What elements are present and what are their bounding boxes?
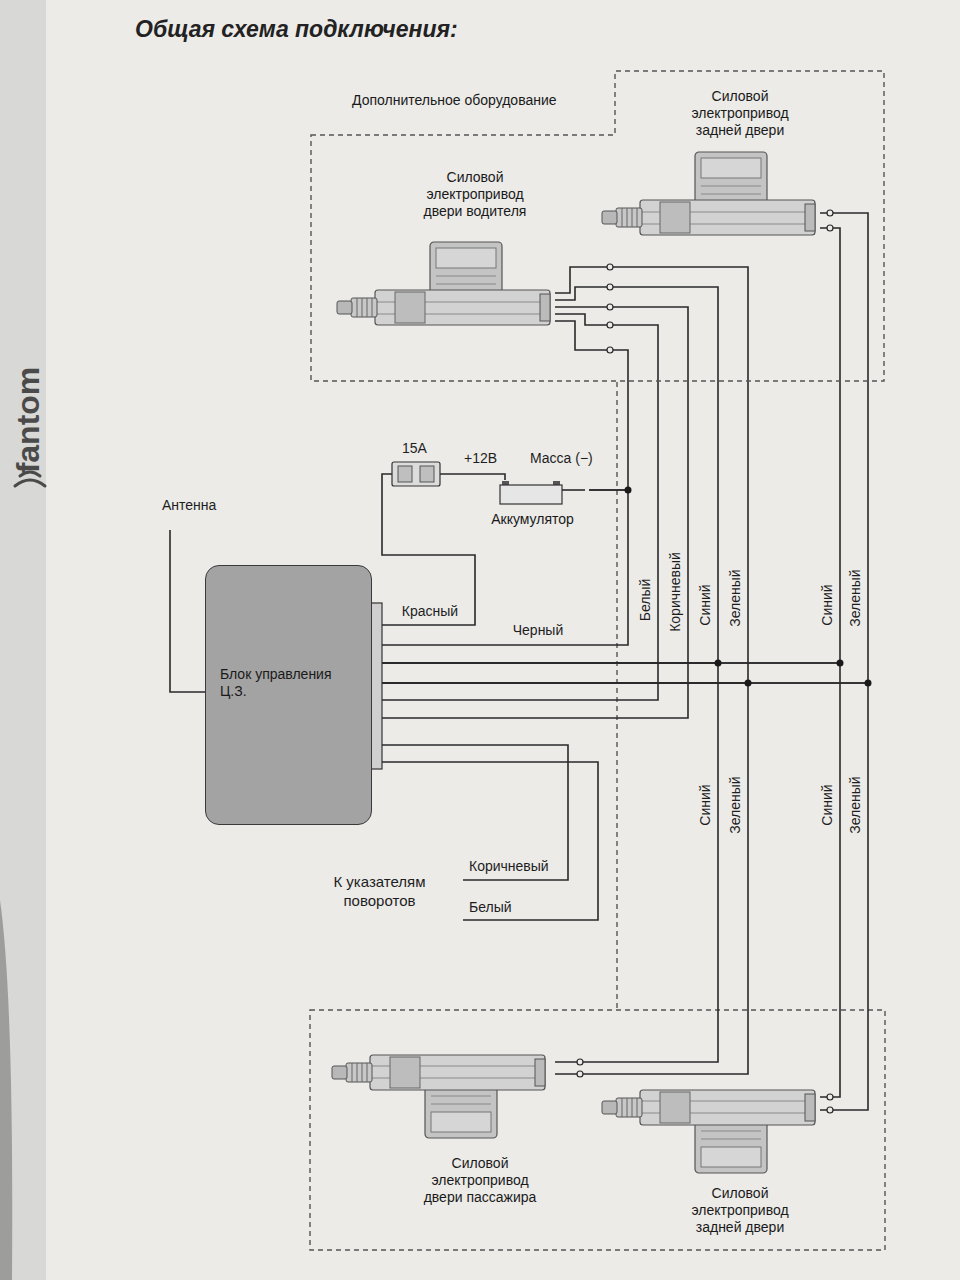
diagram-title: Общая схема подключения: <box>135 16 458 43</box>
actuator-drawing <box>337 242 550 325</box>
fuse-symbol <box>420 466 434 482</box>
node-text: Аккумулятор <box>480 511 585 528</box>
node-text: Силовой электропривод двери пассажира <box>415 1155 545 1206</box>
wire-connector <box>607 284 613 290</box>
wire-color-label: Коричневый <box>467 858 551 874</box>
node-text: Силовой электропривод задней двери <box>675 1185 805 1236</box>
wire-connector <box>827 210 833 216</box>
actuator-drawing <box>332 1055 545 1138</box>
note-text: К указателям поворотов <box>300 872 459 910</box>
wire-connector <box>607 347 613 353</box>
control-unit: Блок управления Ц.З. <box>205 565 372 825</box>
actuator-drawing <box>602 1090 815 1173</box>
wire-connector <box>607 304 613 310</box>
wire-connector <box>827 1107 833 1113</box>
node-text: Силовой электропривод задней двери <box>675 88 805 139</box>
junction-dot <box>715 660 722 667</box>
driver-door-actuator: Силовой электропривод двери водителя <box>335 165 555 335</box>
wire-connector <box>607 322 613 328</box>
actuator-drawing <box>602 152 815 235</box>
junction-dot <box>865 680 872 687</box>
node-text: Дополнительное оборудование <box>352 92 612 109</box>
dashed-region-outline <box>310 1010 885 1250</box>
wire <box>372 490 628 645</box>
connector-strip <box>371 603 382 769</box>
junction-dot <box>625 487 632 494</box>
rear-door-actuator: Силовой электропривод задней двери <box>600 1075 820 1240</box>
logo-waves <box>15 480 45 486</box>
antenna-label: Антенна <box>160 497 218 513</box>
node-text: Силовой электропривод двери водителя <box>410 169 540 220</box>
wire-connector <box>827 1094 833 1100</box>
wire-connector <box>607 264 613 270</box>
passenger-door-actuator: Силовой электропривод двери пассажира <box>330 1030 555 1210</box>
wire <box>372 474 505 625</box>
antenna-wire <box>170 530 205 692</box>
junction-dot <box>837 660 844 667</box>
battery-symbol <box>500 485 562 504</box>
wire-color-label: Красный <box>400 603 460 619</box>
wire-color-label: Синий <box>819 782 835 827</box>
wire-color-label: Белый <box>467 899 514 915</box>
dashed-region-outline <box>311 71 884 381</box>
wire-color-label: Черный <box>511 622 566 638</box>
wire-color-label: Синий <box>819 582 835 627</box>
rear-door-actuator: Силовой электропривод задней двери <box>600 85 820 240</box>
wire <box>372 307 688 718</box>
wire <box>372 267 748 683</box>
wire-color-label: Зеленый <box>847 567 863 628</box>
battery-symbol <box>562 489 585 491</box>
junction-dot <box>625 487 872 687</box>
page-margin <box>0 0 46 1280</box>
wire <box>372 663 718 1062</box>
battery-symbol <box>500 481 585 504</box>
brand-logo: fantom <box>11 365 45 476</box>
equipment-region: Дополнительное оборудованиеСиловой элект… <box>310 70 885 382</box>
wire-color-label: Синий <box>697 582 713 627</box>
page-shadow <box>0 900 12 1280</box>
junction-dot <box>745 680 752 687</box>
wire-color-label: Зеленый <box>727 567 743 628</box>
wire <box>372 287 718 663</box>
wire-group <box>372 213 868 1110</box>
wire-color-label: Зеленый <box>727 774 743 835</box>
dashed-region-outline <box>616 382 617 1010</box>
terminal-label: +12В <box>462 450 499 466</box>
logo-waves <box>15 472 45 486</box>
wire <box>372 314 658 700</box>
wire-connector <box>577 210 833 1113</box>
wire-color-label: Зеленый <box>847 774 863 835</box>
turn-signal-wire <box>382 745 568 880</box>
antenna-wire <box>170 530 205 692</box>
battery: Аккумулятор <box>480 480 589 532</box>
wire-color-label: Белый <box>637 577 653 624</box>
wire-color-label: Коричневый <box>667 550 683 634</box>
terminal-label: Масса (−) <box>528 450 595 466</box>
fuse-symbol <box>392 462 440 486</box>
fuse-rating: 15А <box>400 440 429 456</box>
fuse-symbol <box>398 466 412 482</box>
wire-connector <box>577 1059 583 1065</box>
wire-connector <box>577 1071 583 1077</box>
wire-color-label: Синий <box>697 782 713 827</box>
node-text: Блок управления Ц.З. <box>220 666 355 700</box>
dashed-region-outline <box>310 70 885 382</box>
fuse-symbol <box>392 462 440 486</box>
wire-connector <box>827 225 833 231</box>
